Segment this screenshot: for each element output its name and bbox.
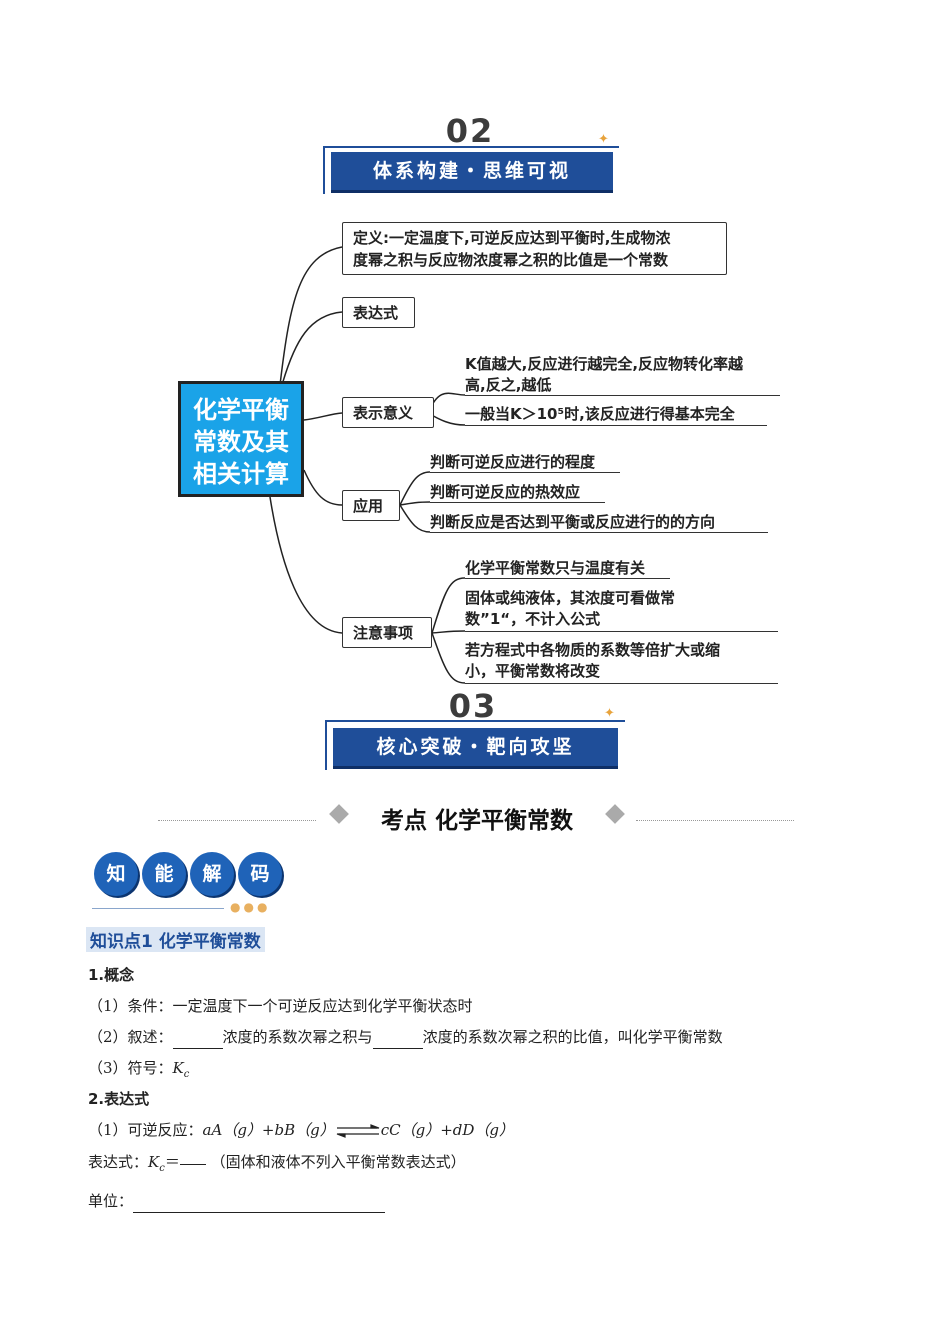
knowledge-point-label: 知识点1 化学平衡常数 xyxy=(86,927,265,952)
diamond-icon xyxy=(329,804,349,824)
mindmap-connectors xyxy=(269,246,466,684)
line-symbol: （3）符号：Kc xyxy=(88,1059,190,1080)
application-item-1: 判断可逆反应进行的程度 xyxy=(430,452,620,473)
badge-jie: 解 xyxy=(190,852,234,896)
meaning-node: 表示意义 xyxy=(342,397,434,428)
mindmap-center-node: 化学平衡 常数及其 相关计算 xyxy=(178,381,304,497)
line-condition: （1）条件：一定温度下一个可逆反应达到化学平衡状态时 xyxy=(88,997,473,1015)
banner-frame xyxy=(325,720,625,770)
sparkle-icon: ✦ xyxy=(604,706,615,721)
notes-item-3: 若方程式中各物质的系数等倍扩大或缩 小，平衡常数将改变 xyxy=(465,640,778,684)
line-unit: 单位： xyxy=(88,1190,386,1213)
meaning-item-2: 一般当K＞10⁵时,该反应进行得基本完全 xyxy=(465,404,767,426)
badge-underline xyxy=(92,908,224,909)
center-line-1: 化学平衡 xyxy=(193,396,289,424)
application-item-2: 判断可逆反应的热效应 xyxy=(430,482,605,503)
section-number-02: 02 xyxy=(445,112,495,150)
divider-right xyxy=(636,820,794,821)
dots-icon: ●●● xyxy=(230,900,271,914)
section-number-03: 03 xyxy=(448,687,498,725)
line-reaction: （1）可逆反应：aA（g）+bB（g）cC（g）+dD（g） xyxy=(88,1121,515,1139)
divider-left xyxy=(158,820,316,821)
badge-zhi: 知 xyxy=(94,852,138,896)
notes-item-1: 化学平衡常数只与温度有关 xyxy=(465,558,670,579)
blank-2[interactable] xyxy=(372,1026,423,1049)
application-node: 应用 xyxy=(342,490,400,521)
blank-1[interactable] xyxy=(172,1026,223,1049)
line-statement: （2）叙述： 浓度的系数次幂之积与 浓度的系数次幂之积的比值，叫化学平衡常数 xyxy=(88,1026,723,1049)
unit-blank[interactable] xyxy=(133,1190,386,1213)
kaodian-title: 考点 化学平衡常数 xyxy=(380,808,573,834)
application-item-3: 判断反应是否达到平衡或反应进行的的方向 xyxy=(430,512,768,533)
equilibrium-arrow-icon xyxy=(336,1124,379,1138)
line-expression: 表达式：Kc＝ （固体和液体不列入平衡常数表达式） xyxy=(88,1150,466,1180)
section-title-02: 体系构建・思维可视 xyxy=(331,152,613,193)
expression-node: 表达式 xyxy=(342,297,415,328)
center-line-3: 相关计算 xyxy=(193,460,289,488)
heading-concept: 1.概念 xyxy=(88,966,135,984)
center-line-2: 常数及其 xyxy=(193,428,289,456)
meaning-item-1: K值越大,反应进行越完全,反应物转化率越 高,反之,越低 xyxy=(465,354,780,396)
fraction-blank[interactable] xyxy=(179,1164,206,1187)
heading-expression: 2.表达式 xyxy=(88,1090,150,1108)
sparkle-icon: ✦ xyxy=(598,132,609,147)
diamond-icon xyxy=(605,804,625,824)
section-title-03: 核心突破・靶向攻坚 xyxy=(333,728,618,769)
badge-neng: 能 xyxy=(142,852,186,896)
notes-item-2: 固体或纯液体，其浓度可看做常 数”1“，不计入公式 xyxy=(465,588,778,632)
banner-frame xyxy=(323,146,619,194)
definition-node: 定义:一定温度下,可逆反应达到平衡时,生成物浓 度幂之积与反应物浓度幂之积的比值… xyxy=(342,222,727,275)
notes-node: 注意事项 xyxy=(342,617,432,648)
badge-ma: 码 xyxy=(238,852,282,896)
